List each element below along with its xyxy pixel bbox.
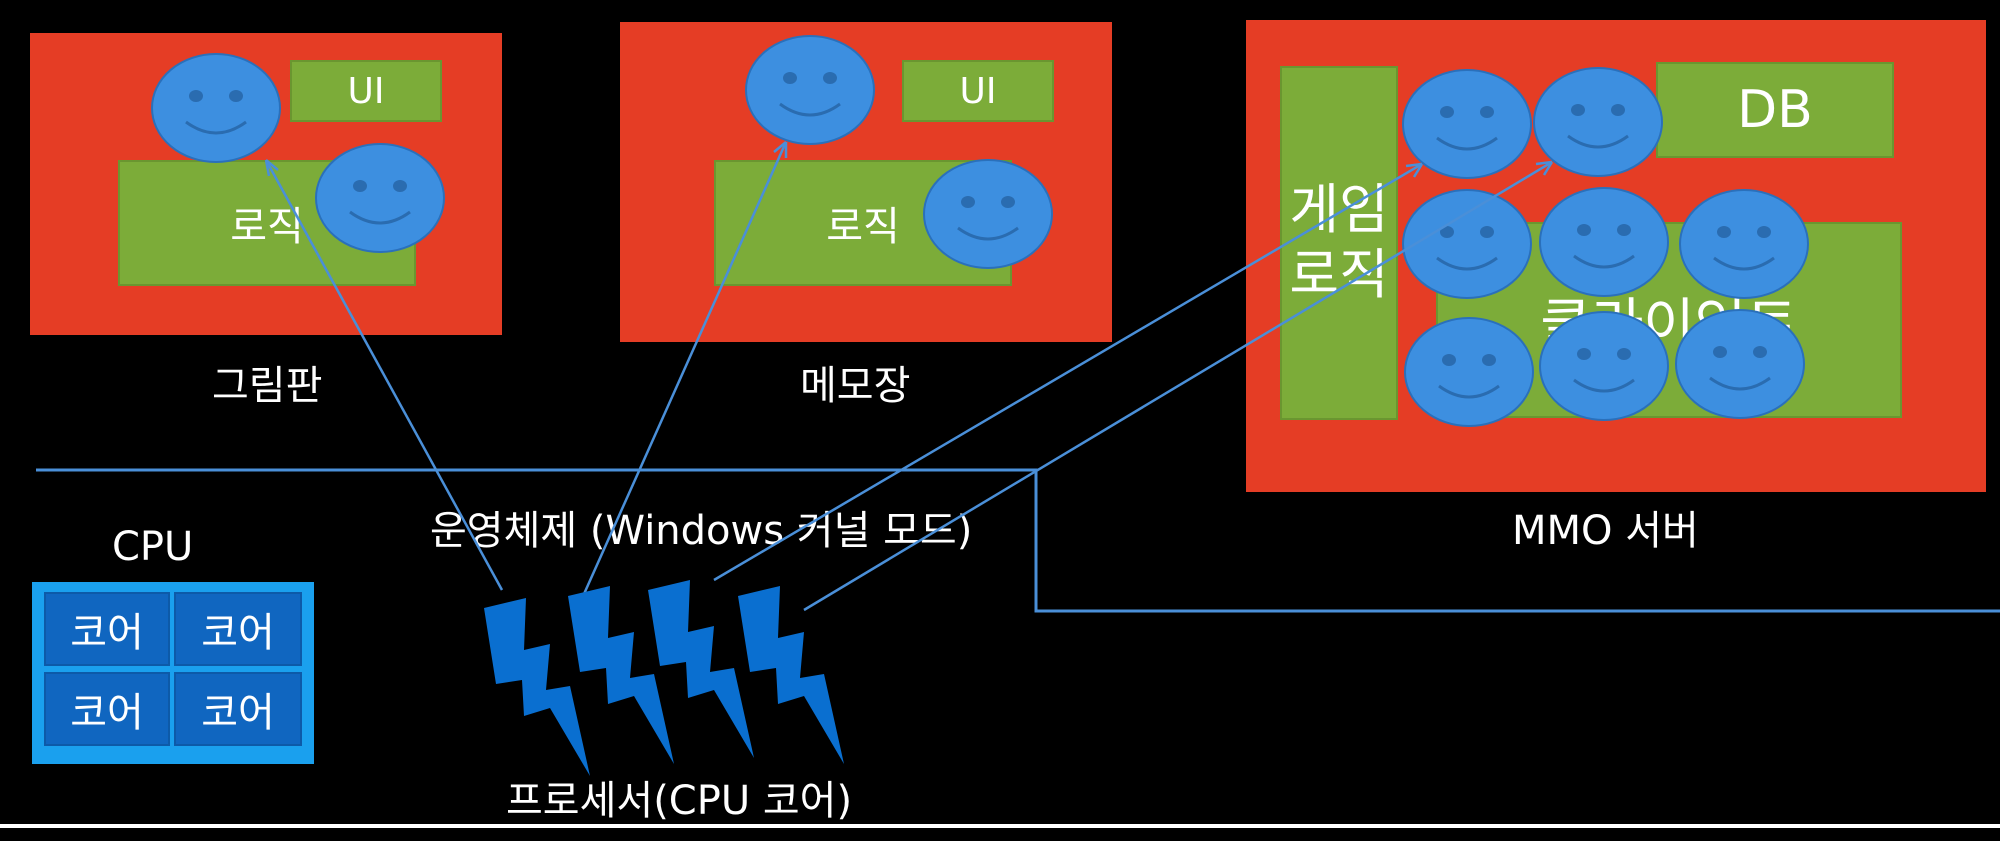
notepad-app-name: 메모장 [800, 363, 911, 409]
thread-smiley-icon [1678, 188, 1810, 300]
thread-smiley-icon [1401, 68, 1533, 180]
mmo-game-logic-module: 게임 로직 [1280, 66, 1398, 420]
thread-smiley-icon [1674, 308, 1806, 420]
cpu-core: 코어 [174, 672, 302, 746]
thread-smiley-icon [1401, 188, 1533, 300]
thread-smiley-icon [314, 142, 446, 254]
thread-smiley-icon [1532, 66, 1664, 178]
thread-smiley-icon [1403, 316, 1535, 428]
mmo-db-module: DB [1656, 62, 1894, 158]
thread-smiley-icon [1538, 310, 1670, 422]
lightning-bolt-icon [738, 586, 844, 764]
thread-smiley-icon [922, 158, 1054, 270]
cpu-label: CPU [112, 524, 194, 570]
schedule-arrow [713, 162, 1423, 582]
schedule-arrow [264, 159, 504, 591]
os-kernel-label: 운영체제 (Windows 커널 모드) [430, 508, 973, 554]
thread-smiley-icon [744, 34, 876, 146]
kernel-boundary-line [36, 468, 2000, 613]
cpu-core: 코어 [44, 592, 170, 666]
processor-label: 프로세서(CPU 코어) [506, 778, 853, 824]
paint-ui-module: UI [290, 60, 442, 122]
paint-app-name: 그림판 [212, 363, 323, 409]
mmo-app-name: MMO 서버 [1512, 508, 1699, 554]
schedule-arrow [582, 141, 788, 595]
schedule-arrow [803, 160, 1553, 612]
notepad-ui-module: UI [902, 60, 1054, 122]
thread-smiley-icon [1538, 186, 1670, 298]
cpu-core: 코어 [44, 672, 170, 746]
thread-smiley-icon [150, 52, 282, 164]
cpu-core: 코어 [174, 592, 302, 666]
